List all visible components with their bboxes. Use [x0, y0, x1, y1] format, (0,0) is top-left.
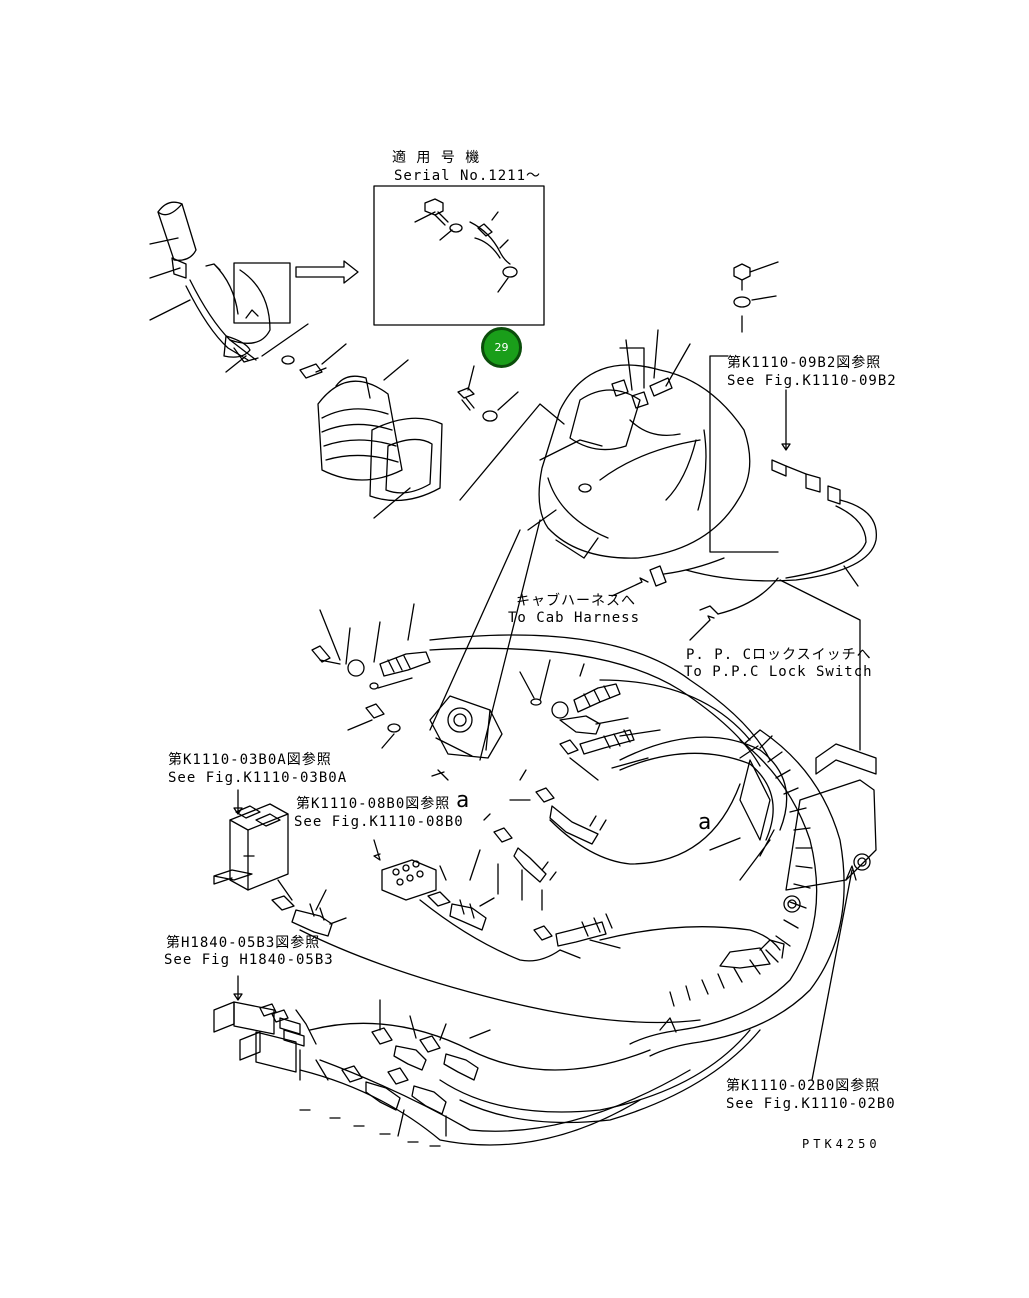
fittings-left-2: [348, 704, 400, 748]
leader: [430, 520, 540, 760]
rubber-boot: [318, 360, 408, 480]
leader: [262, 324, 308, 356]
wire: [664, 558, 724, 574]
inset-harness-clip: [470, 212, 517, 292]
console-box: [528, 330, 750, 558]
ref-k1110-03b0a-jp: 第K1110-03B0A図参照: [168, 752, 332, 768]
boot-plate: [370, 418, 442, 500]
serial-title-jp: 適 用 号 機: [392, 150, 481, 166]
drawing-number: PTK4250: [802, 1137, 881, 1151]
ref-arrow: [782, 390, 790, 450]
washer: [282, 356, 294, 364]
lower-fittings-c: [300, 1000, 490, 1146]
inset-washer: [450, 224, 462, 232]
connector: [700, 606, 718, 614]
ref-k1110-09b2-jp: 第K1110-09B2図参照: [727, 355, 882, 371]
ref-k1110-09b2-en: See Fig.K1110-09B2: [727, 373, 897, 389]
cover-bolt: [458, 366, 474, 410]
ref-k1110-08b0-en: See Fig.K1110-08B0: [294, 814, 464, 830]
ppc-lock-en: To P.P.C Lock Switch: [684, 664, 873, 680]
ref-k1110-08b0-jp: 第K1110-08B0図参照: [296, 796, 451, 812]
fittings-lower: [470, 770, 620, 958]
solenoid-block: [214, 790, 288, 890]
connector: [650, 566, 666, 586]
ppc-valve: [430, 696, 502, 780]
hose-bundle: [300, 635, 787, 1145]
lower-fittings-b: [428, 866, 494, 930]
ref-h1840-05b3-jp: 第H1840-05B3図参照: [166, 935, 321, 951]
inset-leader: [440, 230, 452, 240]
connector-block: [374, 840, 436, 900]
inset-arrow: [296, 261, 358, 283]
valve-bank: [214, 976, 328, 1080]
lower-fittings-a: [272, 880, 346, 936]
leader: [374, 488, 410, 518]
ppc-lock-jp: P. P. Cロックスイッチへ: [686, 647, 872, 663]
wire: [718, 578, 778, 614]
cab-harness-en: To Cab Harness: [508, 610, 641, 626]
inset-bolt: [415, 199, 448, 225]
harness-connector: [686, 460, 876, 586]
ref-bracket: [710, 356, 778, 552]
top-right-bolt: [734, 262, 778, 332]
serial-title-en: Serial No.1211～: [394, 168, 542, 184]
cab-harness-jp: キャブハーネスへ: [516, 593, 636, 609]
control-lever: [150, 202, 270, 372]
ref-k1110-03b0a-en: See Fig.K1110-03B0A: [168, 770, 348, 786]
ref-k1110-02b0-en: See Fig.K1110-02B0: [726, 1096, 896, 1112]
ref-leader: [812, 870, 852, 1080]
lever-detail-box: [234, 263, 290, 323]
washer: [483, 411, 497, 421]
leader: [498, 392, 518, 410]
serial-inset-box: [374, 186, 544, 325]
marker-a-right: a: [698, 810, 712, 835]
marker-a-left: a: [456, 788, 470, 813]
leader: [780, 580, 860, 750]
callout-29[interactable]: 29: [481, 327, 522, 368]
lever-bolt: [300, 344, 346, 378]
ppc-arrow: [690, 616, 714, 640]
cab-harness-arrow: [612, 578, 648, 596]
ref-k1110-02b0-jp: 第K1110-02B0図参照: [726, 1078, 881, 1094]
right-bracket: [710, 744, 876, 1080]
ref-h1840-05b3-en: See Fig H1840-05B3: [164, 952, 334, 968]
fittings-left: [312, 604, 430, 689]
fittings-right: [520, 660, 660, 780]
leader: [460, 404, 564, 500]
spiral-harness: [630, 730, 844, 1056]
